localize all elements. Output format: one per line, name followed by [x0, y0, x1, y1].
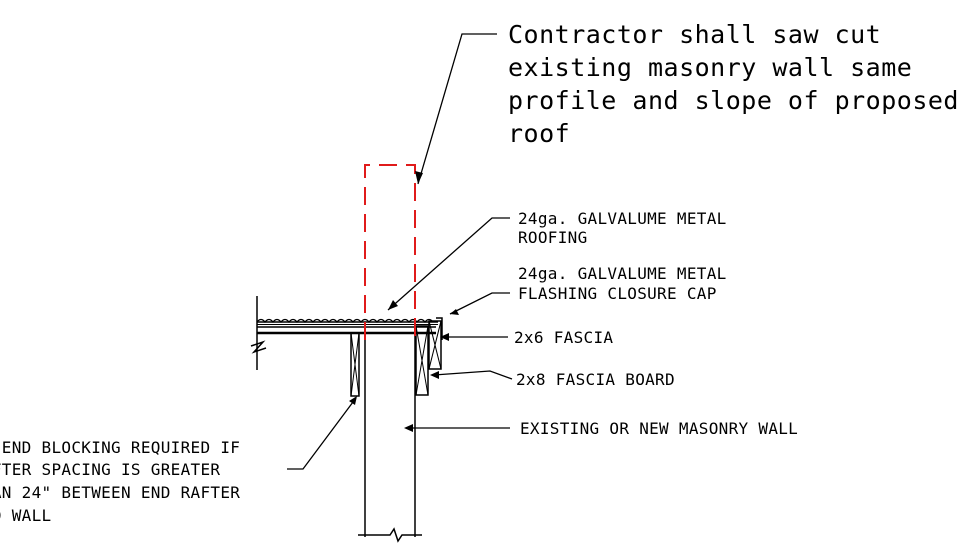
leader-fascia-board — [433, 370, 513, 380]
note-saw-cut: Contractor shall saw cut existing masonr… — [508, 20, 959, 148]
note-blocking-line-4: AND WALL — [0, 506, 51, 525]
arrowhead-roofing — [388, 300, 398, 310]
note-saw-cut-line-4: roof — [508, 119, 570, 148]
end-blocking-cross-b — [350, 332, 360, 397]
flashing-closure-cap — [436, 317, 443, 340]
leader-lines — [287, 33, 513, 470]
fascia-board-2x8 — [415, 325, 429, 396]
note-fascia: 2x6 FASCIA — [514, 328, 613, 347]
end-blocking — [350, 332, 360, 397]
note-masonry-wall: EXISTING OR NEW MASONRY WALL — [520, 419, 798, 438]
leader-flashing — [449, 292, 510, 315]
note-saw-cut-line-1: Contractor shall saw cut — [508, 20, 881, 49]
note-blocking-line-1: 2x END BLOCKING REQUIRED IF — [0, 438, 240, 457]
note-flashing-line-1: 24ga. GALVALUME METAL — [518, 264, 727, 283]
note-blocking-line-3: THAN 24" BETWEEN END RAFTER — [0, 483, 240, 502]
note-roofing-line-1: 24ga. GALVALUME METAL — [518, 209, 727, 228]
arrowhead-flashing — [450, 309, 459, 315]
note-flashing-line-2: FLASHING CLOSURE CAP — [518, 284, 717, 303]
arrowhead-fascia-board — [430, 371, 439, 379]
leader-roofing — [387, 217, 510, 311]
arrowhead-masonry-wall — [404, 424, 413, 432]
note-roofing-line-2: ROOFING — [518, 228, 588, 247]
note-flashing: 24ga. GALVALUME METAL FLASHING CLOSURE C… — [518, 264, 727, 303]
note-blocking: 2x END BLOCKING REQUIRED IF RAFTER SPACI… — [0, 438, 240, 525]
arrowhead-saw-cut — [415, 171, 423, 184]
note-saw-cut-line-2: existing masonry wall same — [508, 53, 912, 82]
arrowhead-blocking — [349, 396, 357, 405]
note-saw-cut-line-3: profile and slope of proposed — [508, 86, 959, 115]
wall-bottom-break — [358, 527, 422, 543]
note-fascia-board: 2x8 FASCIA BOARD — [516, 370, 675, 389]
leader-blocking — [287, 397, 357, 470]
fascia-2x6 — [428, 320, 442, 370]
leader-saw-cut — [417, 33, 497, 185]
left-break-symbol — [250, 340, 267, 354]
note-roofing: 24ga. GALVALUME METAL ROOFING — [518, 209, 727, 247]
saw-cut-profile-dashed — [364, 164, 416, 340]
leader-arrowheads — [349, 171, 459, 432]
fascia-cross-b — [428, 320, 442, 370]
note-blocking-line-2: RAFTER SPACING IS GREATER — [0, 460, 220, 479]
fascia-board-cross-b — [415, 325, 429, 396]
section-geometry — [250, 296, 443, 543]
arrowhead-fascia — [440, 333, 449, 341]
metal-roofing-corrugation — [256, 318, 434, 323]
